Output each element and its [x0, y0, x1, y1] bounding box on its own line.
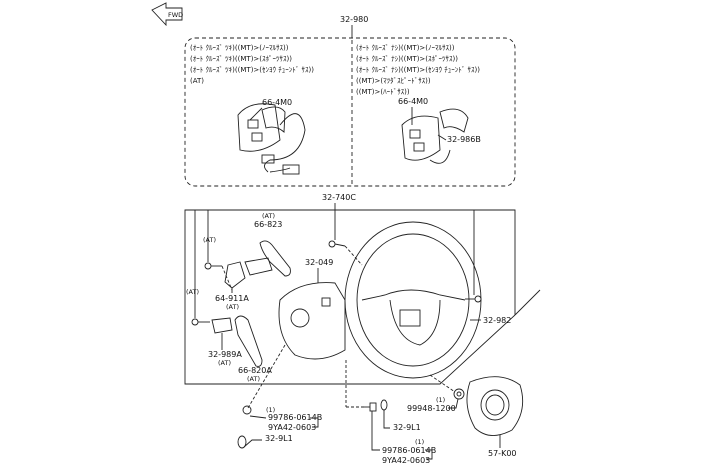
left-variant-notes: (ｵｰﾄ ｸﾙｰｽﾞ ﾂｷ)((MT)>(ﾉｰﾏﾙｻｽ)) (ｵｰﾄ ｸﾙｰｽﾞ…	[190, 44, 314, 85]
cover-label: 32-049	[305, 258, 333, 267]
cap-right-label: 32-9L1	[393, 423, 421, 432]
switch-right-label: 66-4M0	[398, 97, 428, 106]
screw-note: (AT)	[203, 236, 216, 244]
variant-note: (ｵｰﾄ ｸﾙｰｽﾞ ﾂｷ)((MT)>(ｽﾎﾟｰﾂｻｽ))	[190, 55, 292, 63]
bolt-top-label: 32-740C	[322, 193, 356, 202]
variant-note: (AT)	[190, 77, 204, 85]
switch-left-label: 66-4M0	[262, 98, 292, 107]
variant-note: (ｵｰﾄ ｸﾙｰｽﾞ ﾂｷ)((MT)>(ｾﾝﾖｳ ﾁｭｰﾝﾄﾞ ｻｽ))	[190, 66, 314, 74]
right-variant-notes: (ｵｰﾄ ｸﾙｰｽﾞ ﾅｼ)((MT)>(ﾉｰﾏﾙｻｽ)) (ｵｰﾄ ｸﾙｰｽﾞ…	[356, 44, 480, 96]
assembly-part-label: 32-980	[340, 15, 368, 24]
clip-label: 32-989A	[208, 350, 242, 359]
paddle-up-note: (AT)	[262, 212, 275, 220]
variant-note: (ｵｰﾄ ｸﾙｰｽﾞ ﾅｼ)((MT)>(ﾉｰﾏﾙｻｽ))	[356, 44, 455, 52]
paddle-down-label: 66-820A	[238, 366, 272, 375]
assembly-box	[184, 209, 516, 385]
paddle-down-note: (AT)	[247, 375, 260, 383]
bolt-right-alt-label: 9YA42-0603	[382, 456, 430, 465]
bolt-right-label: 99786-0614B	[382, 446, 436, 455]
airbag-label: 57-K00	[488, 449, 517, 458]
bolt-left-alt-label: 9YA42-0603	[268, 423, 316, 432]
variant-note: (ｵｰﾄ ｸﾙｰｽﾞ ﾂｷ)((MT)>(ﾉｰﾏﾙｻｽ))	[190, 44, 289, 52]
cover-drawing	[278, 282, 346, 360]
variant-note: ((MT)>(ﾊｰﾄﾞｻｽ))	[356, 88, 410, 96]
bolt-left-drawing	[237, 405, 252, 449]
bracket-label: 64-911A	[215, 294, 249, 303]
clip-note: (AT)	[218, 359, 231, 367]
airbag-drawing	[466, 376, 524, 436]
variant-note: (ｵｰﾄ ｸﾙｰｽﾞ ﾅｼ)((MT)>(ｾﾝﾖｳ ﾁｭｰﾝﾄﾞ ｻｽ))	[356, 66, 480, 74]
forward-arrow-icon: FWD	[151, 2, 183, 27]
nut-label: 99948-1200	[407, 404, 456, 413]
steering-wheel-drawing	[344, 221, 482, 379]
bracket-drawing	[221, 261, 246, 291]
variant-note: (ｵｰﾄ ｸﾙｰｽﾞ ﾅｼ)((MT)>(ｽﾎﾟｰﾂｻｽ))	[356, 55, 458, 63]
bolt-top-drawing	[328, 240, 363, 266]
variant-note: ((MT)>(ﾏﾂﾀﾞｽﾋﾟｰﾄﾞｻｽ))	[356, 77, 431, 85]
bolt-left-qty: (1)	[266, 406, 275, 414]
switch-left-drawing	[237, 103, 306, 175]
nut-drawing	[453, 388, 465, 400]
bolt-right-drawing	[362, 399, 388, 412]
switch-blank-label: 32-986B	[447, 135, 481, 144]
paddle-up-drawing	[244, 240, 291, 277]
paddle-up-label: 66-823	[254, 220, 282, 229]
bracket-note: (AT)	[226, 303, 239, 311]
screw-note: (AT)	[186, 288, 199, 296]
bolt-right-qty: (1)	[415, 438, 424, 446]
nut-qty: (1)	[436, 396, 445, 404]
cap-left-label: 32-9L1	[265, 434, 293, 443]
wheel-label: 32-982	[483, 316, 511, 325]
paddle-down-drawing	[211, 315, 263, 367]
direction-badge-label: FWD	[168, 11, 183, 19]
variant-box	[184, 37, 516, 187]
bolt-left-label: 99786-0614B	[268, 413, 322, 422]
